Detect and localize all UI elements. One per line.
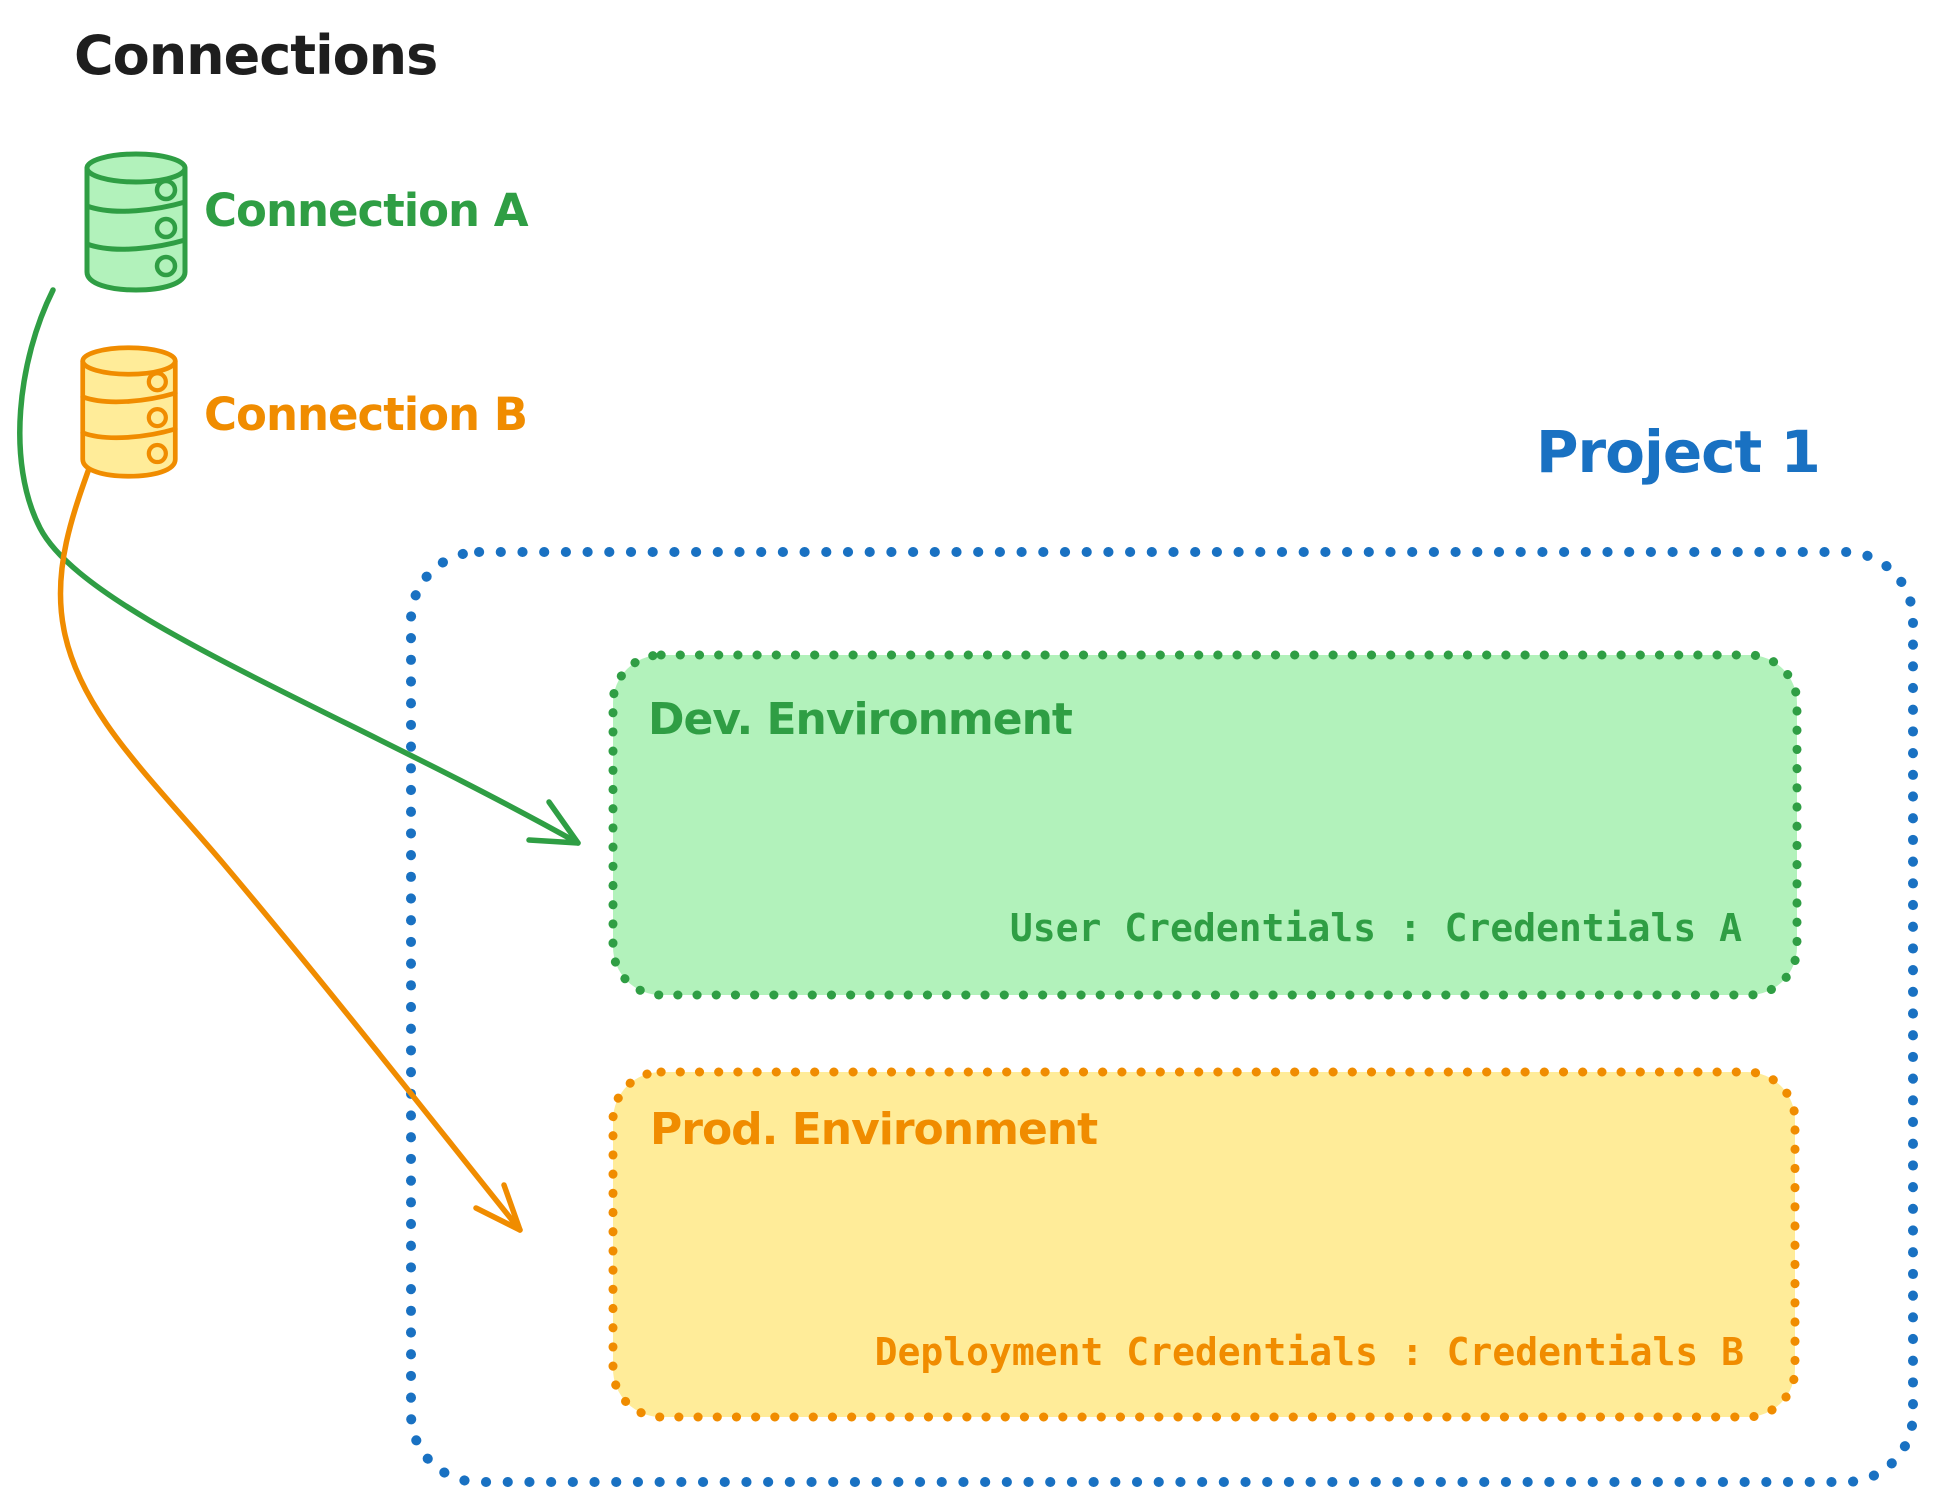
- database-icon-connection-b: [80, 345, 178, 479]
- connection-a-label: Connection A: [204, 184, 529, 237]
- prod-environment-name: Prod. Environment: [650, 1104, 1098, 1155]
- connection-b-label: Connection B: [204, 388, 528, 441]
- dev-environment-box: [608, 650, 1802, 1000]
- dev-environment-credentials: User Credentials : Credentials A: [1009, 906, 1742, 950]
- dev-environment-name: Dev. Environment: [648, 694, 1073, 745]
- diagram-title: Connections: [74, 24, 438, 87]
- project-label: Project 1: [1536, 418, 1821, 486]
- arrow-connection-b-to-prod: [57, 449, 523, 1233]
- project-box-border: [406, 547, 1918, 1487]
- prod-environment-credentials: Deployment Credentials : Credentials B: [874, 1330, 1744, 1374]
- prod-environment-box: [608, 1067, 1800, 1422]
- arrow-connection-a-to-dev: [17, 287, 581, 846]
- database-icon-connection-a: [84, 151, 188, 293]
